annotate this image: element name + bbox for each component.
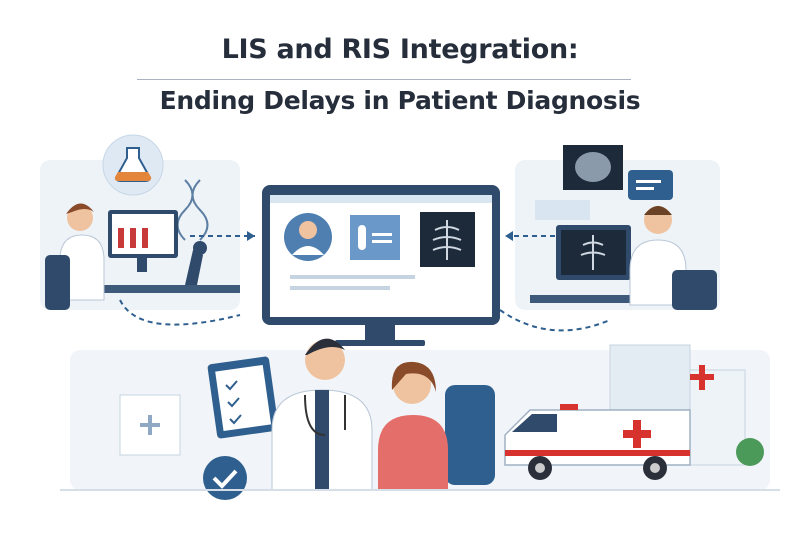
microscope-icon xyxy=(185,250,203,285)
lab-chair xyxy=(45,255,70,310)
title-line-1: LIS and RIS Integration: xyxy=(221,34,579,65)
patient-chair xyxy=(445,385,495,485)
lab-scene xyxy=(45,134,240,310)
patient xyxy=(378,415,448,490)
radiology-scene xyxy=(530,145,717,310)
flask-liquid xyxy=(114,172,152,181)
bush xyxy=(736,438,764,466)
ambulance xyxy=(504,404,691,480)
radiology-chair xyxy=(672,270,717,310)
title-line-2: Ending Delays in Patient Diagnosis xyxy=(159,86,641,115)
title-divider xyxy=(137,79,631,80)
doctor-patient-scene xyxy=(271,338,495,491)
ground-line xyxy=(60,489,780,491)
dna-icon xyxy=(176,179,209,241)
lab-desk xyxy=(60,285,240,293)
central-monitor xyxy=(262,185,500,346)
chat-bubble-icon xyxy=(628,170,673,200)
lab-technician xyxy=(67,205,93,231)
checklist-clipboard xyxy=(207,356,279,439)
radiology-flow-arrow xyxy=(499,309,611,332)
lab-result-card xyxy=(350,215,400,260)
stethoscope-icon xyxy=(304,394,346,436)
checkmark-icon xyxy=(203,456,247,500)
lab-flow-arrow xyxy=(119,299,241,326)
radiology-desk xyxy=(530,295,660,303)
